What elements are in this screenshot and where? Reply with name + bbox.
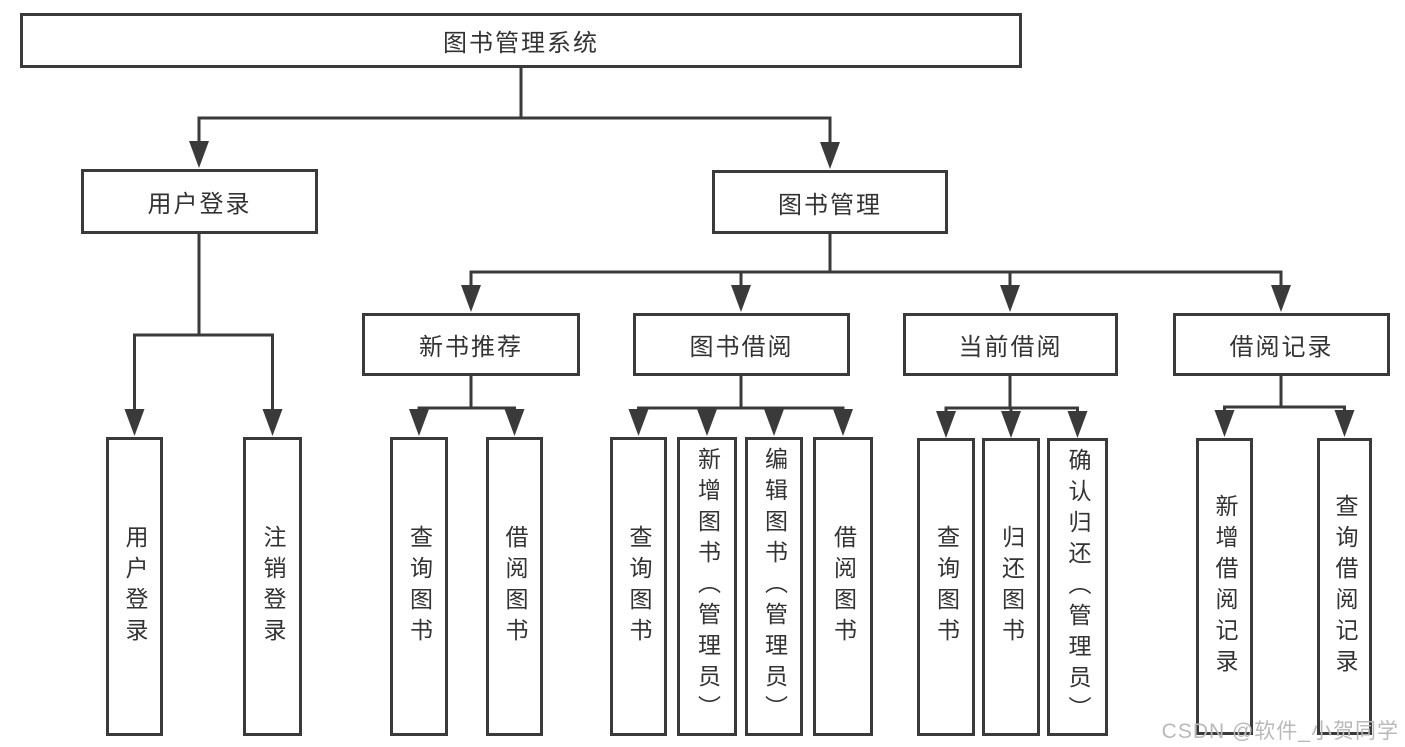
node-book-borrowing: 图书借阅 xyxy=(633,313,850,376)
leaf-recommend-query-books: 查询图书 xyxy=(390,437,448,736)
leaf-recommend-query-books-label: 查询图书 xyxy=(406,524,433,649)
leaf-add-borrow-record-label: 新增借阅记录 xyxy=(1212,493,1238,680)
node-root-library-system: 图书管理系统 xyxy=(20,13,1022,68)
leaf-borrowing-borrow-books: 借阅图书 xyxy=(813,437,873,736)
node-borrow-records-label: 借阅记录 xyxy=(1229,334,1334,361)
leaf-current-query-books-label: 查询图书 xyxy=(933,525,960,649)
leaf-user-login-label: 用户登录 xyxy=(122,524,148,649)
node-user-login-label: 用户登录 xyxy=(147,191,252,218)
leaf-add-borrow-record: 新增借阅记录 xyxy=(1196,438,1253,735)
leaf-add-book-admin-label: 新增图书（管理员） xyxy=(694,447,721,726)
node-book-management: 图书管理 xyxy=(712,170,948,234)
leaf-edit-book-admin: 编辑图书（管理员） xyxy=(745,437,803,736)
node-new-book-recommend: 新书推荐 xyxy=(362,313,580,376)
leaf-return-books-label: 归还图书 xyxy=(998,525,1025,649)
leaf-confirm-return-admin: 确认归还（管理员） xyxy=(1047,438,1108,736)
leaf-add-book-admin: 新增图书（管理员） xyxy=(677,437,737,736)
leaf-return-books: 归还图书 xyxy=(982,438,1040,736)
leaf-edit-book-admin-label: 编辑图书（管理员） xyxy=(761,447,788,726)
leaf-query-borrow-record: 查询借阅记录 xyxy=(1317,438,1372,735)
csdn-watermark: CSDN @软件_小贺同学 xyxy=(1161,720,1399,743)
leaf-borrowing-query-books-label: 查询图书 xyxy=(626,524,652,649)
leaf-confirm-return-admin-label: 确认归还（管理员） xyxy=(1065,447,1091,727)
node-borrow-records: 借阅记录 xyxy=(1173,313,1390,376)
node-root-label: 图书管理系统 xyxy=(443,30,599,57)
leaf-recommend-borrow-books: 借阅图书 xyxy=(486,437,543,736)
leaf-query-borrow-record-label: 查询借阅记录 xyxy=(1332,493,1358,680)
leaf-user-login: 用户登录 xyxy=(106,437,163,736)
node-user-login: 用户登录 xyxy=(81,169,318,234)
node-current-borrowing: 当前借阅 xyxy=(903,313,1118,376)
leaf-recommend-borrow-books-label: 借阅图书 xyxy=(502,524,528,649)
node-current-borrowing-label: 当前借阅 xyxy=(958,334,1063,361)
node-book-management-label: 图书管理 xyxy=(778,191,882,219)
leaf-borrowing-borrow-books-label: 借阅图书 xyxy=(830,524,857,649)
node-new-book-recommend-label: 新书推荐 xyxy=(419,334,523,361)
leaf-logout: 注销登录 xyxy=(243,437,302,736)
node-book-borrowing-label: 图书借阅 xyxy=(689,334,794,361)
leaf-current-query-books: 查询图书 xyxy=(917,438,975,736)
leaf-borrowing-query-books: 查询图书 xyxy=(610,437,667,736)
leaf-logout-label: 注销登录 xyxy=(260,524,286,649)
